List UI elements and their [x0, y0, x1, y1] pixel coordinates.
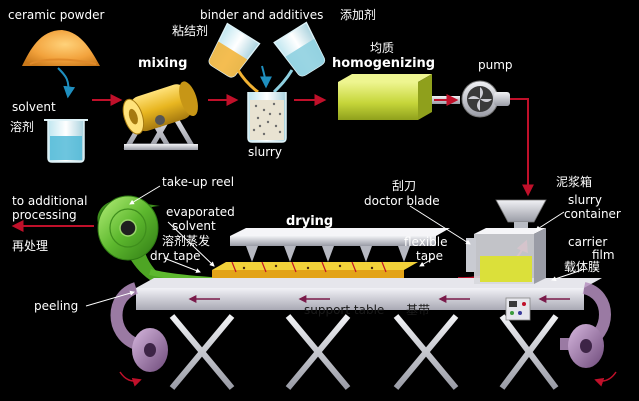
label-doctor-blade-cn: 刮刀 [392, 179, 417, 193]
label-support-table-cn: 基带 [406, 303, 431, 317]
homogenizer-box [338, 74, 460, 120]
label-take-up-reel: take-up reel [162, 175, 235, 189]
label-flexible-tape: tape [416, 249, 444, 263]
label-pump: pump [478, 58, 513, 72]
label-evaporated-cn: 溶剂蒸发 [162, 234, 211, 248]
beaker-icon [44, 119, 88, 163]
label-evaporated: evaporated [166, 205, 235, 219]
label-doctor-blade: doctor blade [364, 194, 440, 208]
label-mixing: mixing [138, 56, 188, 71]
label-carrier-film-cn: 载体膜 [564, 260, 601, 274]
label-peeling: peeling [34, 299, 79, 313]
label-to-additional: to additional [12, 194, 88, 208]
control-panel-icon [505, 297, 531, 321]
ceramic-powder-pile [22, 30, 100, 66]
slurry-beaker [247, 92, 287, 143]
label-pointers [85, 185, 583, 307]
binder-cup-left [208, 22, 261, 94]
label-processing: processing [12, 208, 77, 222]
label-binder-additives-cn: 添加剂 [340, 8, 377, 22]
input-arrows [57, 65, 272, 99]
binder-cup-right [272, 21, 326, 94]
slurry-hopper [466, 199, 547, 284]
label-slurry: slurry [248, 145, 282, 159]
roller-icon [119, 324, 617, 387]
drying-hood [230, 228, 450, 262]
label-reprocess-cn: 再处理 [12, 239, 49, 253]
label-solvent-evaporated: solvent [172, 219, 216, 233]
table-frame [169, 312, 559, 392]
ball-mill-icon [122, 81, 198, 150]
label-slurry-container-2: container [564, 207, 621, 221]
label-binder-additives: binder and additives [200, 8, 324, 22]
label-slurry-container-1: slurry [568, 193, 602, 207]
label-homogenizing-cn: 均质 [370, 41, 395, 55]
label-flexible: flexible [404, 235, 448, 249]
label-support-table: support table [304, 303, 385, 317]
label-film: film [592, 248, 615, 262]
label-binder-cn: 粘结剂 [172, 24, 209, 38]
cast-tape [212, 261, 418, 278]
label-carrier: carrier [568, 235, 608, 249]
label-slurry-box-cn: 泥浆箱 [556, 175, 593, 189]
label-drying: drying [286, 214, 334, 229]
label-solvent: solvent [12, 100, 56, 114]
label-homogenizing: homogenizing [332, 56, 436, 71]
label-dry-tape: dry tape [150, 249, 201, 263]
label-solvent-cn: 溶剂 [10, 120, 35, 134]
pump-icon [461, 80, 510, 118]
label-ceramic-powder: ceramic powder [8, 8, 105, 22]
